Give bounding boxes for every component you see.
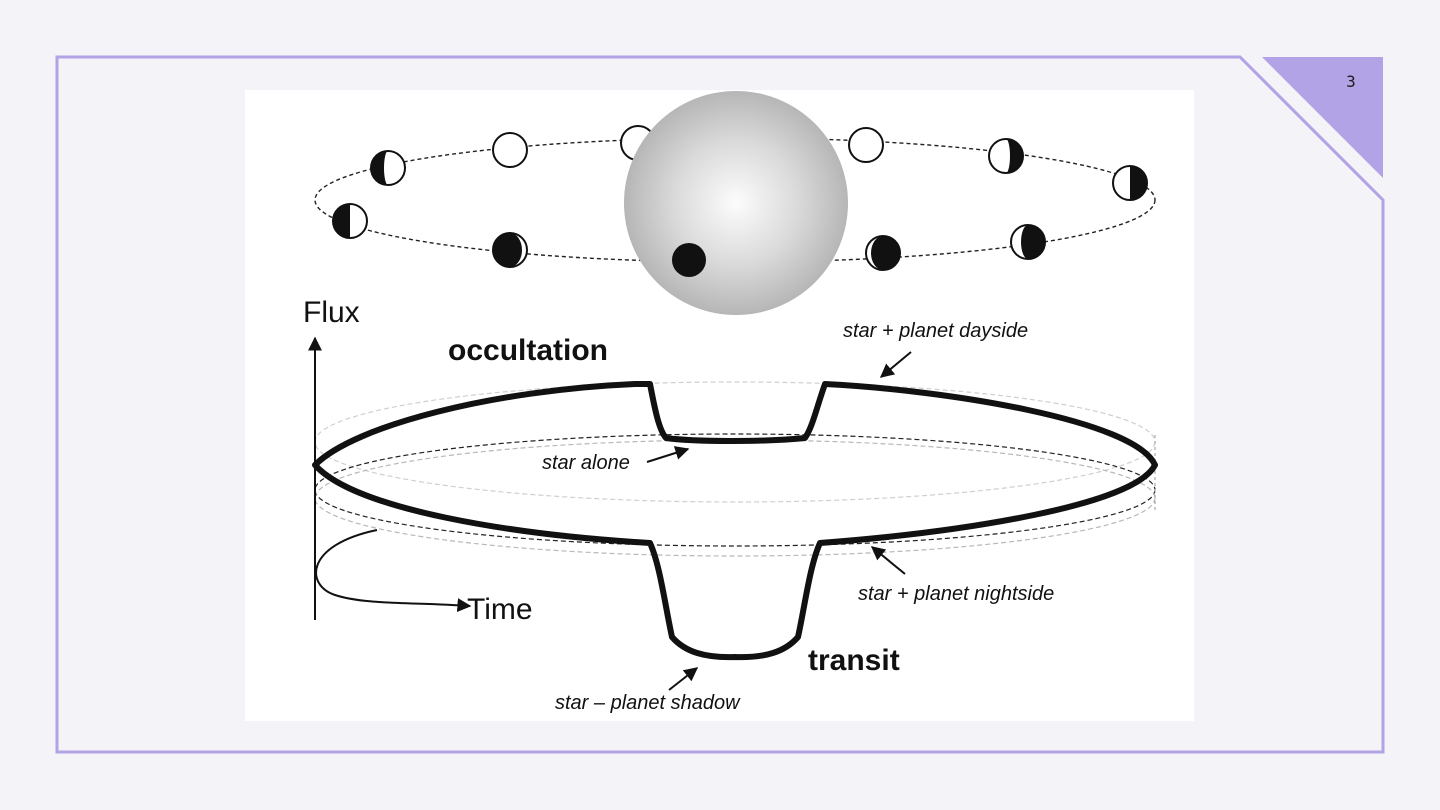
- planet-phase-back-2: [492, 132, 528, 168]
- exoplanet-phase-curve-diagram: Flux Time occultation transit star alone…: [245, 90, 1194, 721]
- planet-phase-back-5: [988, 138, 1024, 174]
- star-alone-label: star alone: [542, 452, 630, 474]
- time-axis-label: Time: [467, 593, 533, 626]
- reference-ellipse-star-alone: [314, 433, 1156, 547]
- planet-phase-back-1: [370, 150, 406, 186]
- shadow-label: star – planet shadow: [555, 692, 741, 714]
- nightside-label: star + planet nightside: [858, 583, 1054, 605]
- planet-phase-front-1: [492, 232, 528, 268]
- flux-axis-label: Flux: [303, 296, 360, 329]
- occultation-label: occultation: [448, 334, 608, 367]
- planet-phase-left: [332, 203, 368, 239]
- star-alone-arrow: [646, 446, 690, 463]
- shadow-arrow: [668, 667, 699, 691]
- light-curve: [312, 381, 1158, 661]
- planet-phase-front-2: [865, 235, 901, 271]
- dayside-label: star + planet dayside: [843, 320, 1028, 342]
- planet-phase-right: [1112, 165, 1148, 201]
- planet-phase-back-4: [848, 127, 884, 163]
- transit-label: transit: [808, 644, 900, 677]
- planet-phase-front-3: [1010, 224, 1046, 260]
- star: [624, 91, 848, 315]
- page-number: 3: [1346, 72, 1356, 91]
- reference-ellipse-nightside: [314, 439, 1156, 557]
- nightside-arrow: [870, 546, 906, 575]
- time-axis-arrow: [315, 529, 472, 613]
- dayside-arrow: [879, 351, 912, 378]
- frame-border: [55, 55, 1385, 754]
- corner-tab: [1262, 57, 1383, 178]
- planet-transiting: [672, 243, 706, 277]
